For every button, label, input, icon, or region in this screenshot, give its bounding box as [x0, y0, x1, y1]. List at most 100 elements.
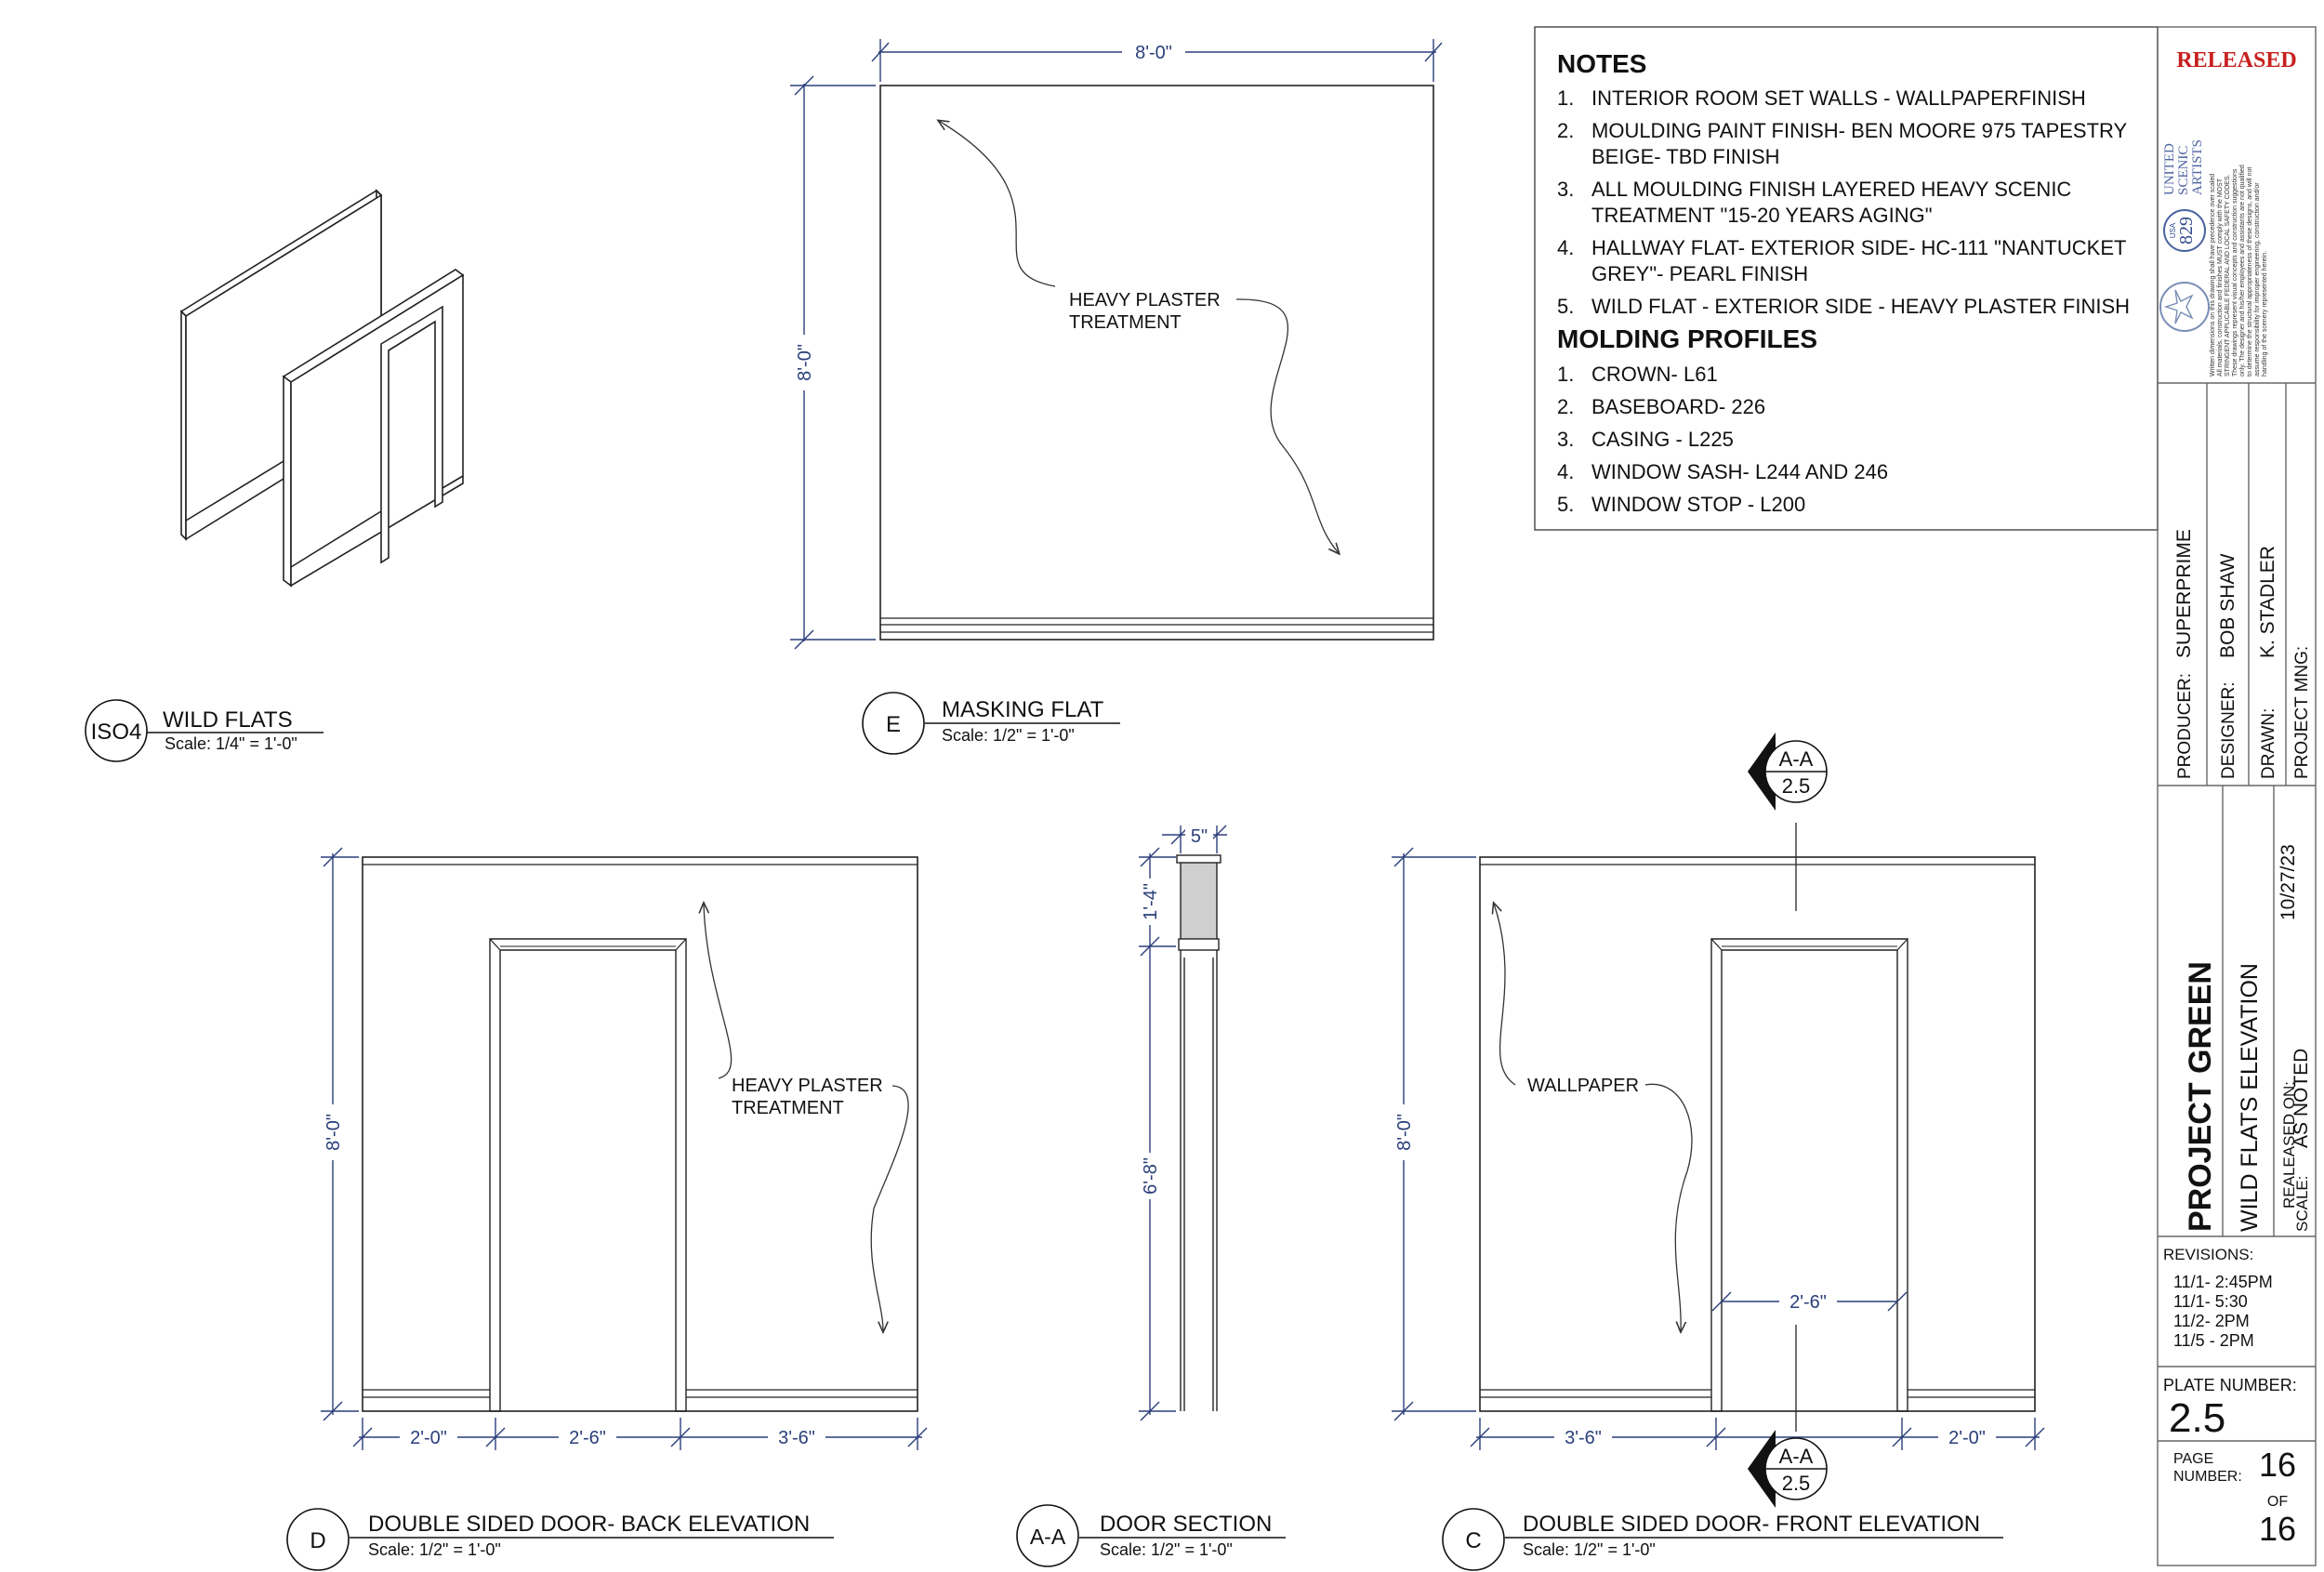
back-dim-b: 2'-6": [569, 1428, 606, 1448]
disclaimer-line-3: STRINGENT APPLICABLE FEDERAL AND LOCAL S…: [2225, 174, 2231, 376]
credits-column-producer: PRODUCER: SUPERPRIME: [2173, 529, 2195, 779]
note-2-num: 2.: [1557, 119, 1574, 142]
released-label: REALEASED ON:: [2280, 1081, 2298, 1209]
front-dim-c: 2'-0": [1948, 1428, 1986, 1448]
section-dim-top: 5": [1191, 826, 1208, 847]
front-scale: Scale: 1/2" = 1'-0": [1523, 1540, 1656, 1559]
drawn-label: DRAWN:: [2259, 708, 2278, 779]
note-4-line2: GREY"- PEARL FINISH: [1591, 262, 1808, 285]
front-view-label: C DOUBLE SIDED DOOR- FRONT ELEVATION Sca…: [1442, 1508, 2003, 1571]
profile-2: BASEBOARD- 226: [1591, 395, 1765, 418]
profiles-heading: MOLDING PROFILES: [1557, 324, 1817, 353]
back-dim-a: 2'-0": [410, 1428, 447, 1448]
profile-1-num: 1.: [1557, 363, 1574, 386]
disclaimer-line-7: assume responsibility for improper engin…: [2254, 182, 2261, 376]
note-2-line2: BEIGE- TBD FINISH: [1591, 145, 1780, 168]
door-section-drawing: [1176, 854, 1221, 1411]
masking-width-dim: 8'-0": [1135, 43, 1172, 63]
back-scale: Scale: 1/2" = 1'-0": [368, 1540, 501, 1559]
disclaimer-line-6: to determine the structural appropriaten…: [2247, 167, 2253, 376]
page-label-line1: PAGE: [2173, 1451, 2213, 1467]
back-title: DOUBLE SIDED DOOR- BACK ELEVATION: [368, 1512, 810, 1537]
plate-number: 2.5: [2169, 1395, 2225, 1441]
project-name: PROJECT GREEN: [2183, 961, 2218, 1232]
masking-flat-drawing: 8'-0" 8'-0" HEAVY PLASTER TREATMENT: [790, 39, 1443, 650]
sheet-title: WILD FLATS ELEVATION: [2237, 963, 2263, 1232]
cut-top-sheet: 2.5: [1782, 774, 1811, 798]
profile-3: CASING - L225: [1591, 428, 1734, 451]
page-label-line2: NUMBER:: [2173, 1469, 2242, 1485]
iso-scale: Scale: 1/4" = 1'-0": [165, 734, 297, 753]
released-stamp: RELEASED: [2176, 48, 2296, 73]
back-dim-c: 3'-6": [778, 1428, 815, 1448]
note-3-num: 3.: [1557, 178, 1574, 201]
page-of: OF: [2267, 1494, 2288, 1510]
local-usa: USA: [2169, 222, 2177, 238]
iso-view-label: ISO4 WILD FLATS Scale: 1/4" = 1'-0": [85, 699, 324, 762]
front-title: DOUBLE SIDED DOOR- FRONT ELEVATION: [1523, 1512, 1980, 1537]
iso-title: WILD FLATS: [163, 707, 293, 733]
masking-scale: Scale: 1/2" = 1'-0": [942, 726, 1075, 745]
credits-column-designer: DESIGNER: BOB SHAW: [2217, 553, 2238, 779]
designer-value: BOB SHAW: [2217, 553, 2238, 658]
front-elevation-dims: [1392, 847, 2045, 1450]
sheet-title-group: WILD FLATS ELEVATION: [2237, 963, 2263, 1232]
note-3-line1: ALL MOULDING FINISH LAYERED HEAVY SCENIC: [1591, 178, 2071, 201]
front-elevation-drawing: [1479, 856, 2036, 1412]
revision-1: 11/1- 2:45PM: [2173, 1273, 2273, 1291]
cut-bottom-sheet: 2.5: [1782, 1472, 1811, 1495]
released-date: 10/27/23: [2278, 844, 2299, 920]
back-view-label: D DOUBLE SIDED DOOR- BACK ELEVATION Scal…: [286, 1508, 834, 1571]
disclaimer-line-5: only. The designer and his/her employees…: [2239, 165, 2246, 376]
profile-1: CROWN- L61: [1591, 363, 1718, 386]
disclaimer-line-2: All materials, construction and finishes…: [2217, 178, 2224, 376]
section-dim-header: 1'-4": [1141, 883, 1161, 920]
producer-value: SUPERPRIME: [2173, 529, 2195, 658]
local-number: 829: [2176, 217, 2197, 244]
drawn-value: K. STADLER: [2257, 546, 2278, 658]
masking-label-line2: TREATMENT: [1069, 312, 1182, 333]
union-name-line1: UNITED: [2162, 143, 2177, 195]
iso-wild-flats-drawing: [179, 189, 465, 588]
scale-value: AS NOTED: [2291, 1049, 2312, 1148]
masking-tag: E: [886, 712, 901, 737]
masking-label-line1: HEAVY PLASTER: [1069, 290, 1221, 310]
section-tag: A-A: [1030, 1525, 1066, 1549]
credits-column-drawn: DRAWN: K. STADLER: [2257, 546, 2278, 779]
disclaimer-line-4: These drawings represent visual concepts…: [2232, 168, 2238, 376]
back-height-dim: 8'-0": [324, 1114, 344, 1151]
page-number: 16: [2259, 1446, 2296, 1484]
pm-label: PROJECT MNG:: [2292, 646, 2312, 779]
note-4-num: 4.: [1557, 236, 1574, 259]
note-1-line1: INTERIOR ROOM SET WALLS - WALLPAPERFINIS…: [1591, 86, 2086, 110]
note-5-num: 5.: [1557, 295, 1574, 318]
iso-tag: ISO4: [91, 720, 142, 745]
disclaimer-line-8: handling of the scenery represented here…: [2262, 251, 2268, 376]
back-label-line2: TREATMENT: [732, 1098, 844, 1118]
section-cut-marker-bottom: A-A 2.5: [1748, 1325, 1828, 1508]
profile-4-num: 4.: [1557, 460, 1574, 483]
masking-view-label: E MASKING FLAT Scale: 1/2" = 1'-0": [862, 692, 1120, 755]
section-cut-marker-top: A-A 2.5: [1748, 733, 1828, 911]
front-dim-a: 3'-6": [1565, 1428, 1602, 1448]
profile-3-num: 3.: [1557, 428, 1574, 451]
front-label: WALLPAPER: [1527, 1076, 1639, 1096]
note-5-line1: WILD FLAT - EXTERIOR SIDE - HEAVY PLASTE…: [1591, 295, 2130, 318]
front-dim-b: 2'-6": [1789, 1292, 1827, 1313]
producer-label: PRODUCER:: [2175, 673, 2195, 779]
notes-heading: NOTES: [1557, 49, 1646, 78]
note-3-line2: TREATMENT "15-20 YEARS AGING": [1591, 204, 1933, 227]
union-name-line3: ARTISTS: [2190, 139, 2205, 195]
back-label-line1: HEAVY PLASTER: [732, 1076, 883, 1096]
note-4-line1: HALLWAY FLAT- EXTERIOR SIDE- HC-111 "NAN…: [1591, 236, 2126, 259]
section-dim-opening: 6'-8": [1141, 1157, 1161, 1195]
cut-top-label: A-A: [1779, 747, 1814, 771]
section-view-label: A-A DOOR SECTION Scale: 1/2" = 1'-0": [1016, 1504, 1286, 1567]
profile-4: WINDOW SASH- L244 AND 246: [1591, 460, 1888, 483]
profile-5-num: 5.: [1557, 493, 1574, 516]
back-elevation-drawing: [362, 856, 918, 1412]
scale-label: SCALE:: [2293, 1176, 2311, 1232]
profile-5: WINDOW STOP - L200: [1591, 493, 1805, 516]
